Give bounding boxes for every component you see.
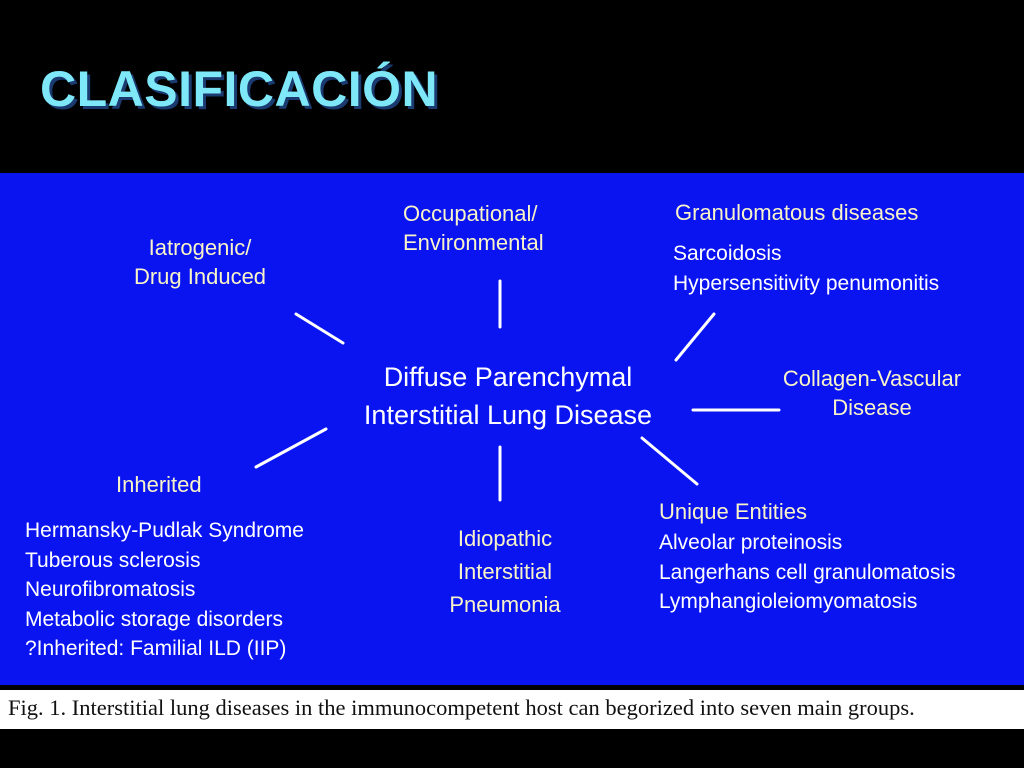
connector-inherited (254, 427, 328, 469)
unique-item: Alveolar proteinosis (659, 531, 843, 554)
center-node: Diffuse Parenchymal Interstitial Lung Di… (318, 358, 698, 434)
unique-item: Lymphangioleiomyomatosis (659, 590, 918, 613)
diagram-panel (0, 173, 1024, 685)
node-idiopathic: Idiopathic Interstitial Pneumonia (420, 522, 590, 621)
connector-iatrogenic (294, 312, 345, 345)
figure-caption: Fig. 1. Interstitial lung diseases in th… (8, 695, 915, 720)
inherited-item: Neurofibromatosis (25, 578, 196, 601)
unique-list: Alveolar proteinosis Langerhans cell gra… (659, 528, 956, 617)
node-granulomatous-heading: Granulomatous diseases (675, 200, 919, 225)
granulomatous-item: Sarcoidosis (673, 242, 782, 265)
unique-item: Langerhans cell granulomatosis (659, 560, 956, 584)
iatrogenic-line-2: Drug Induced (133, 264, 267, 289)
idiopathic-line-1: Idiopathic (457, 526, 553, 551)
idiopathic-line-2: Interstitial (457, 559, 553, 584)
center-line-1: Diffuse Parenchymal (383, 362, 633, 392)
center-line-2: Interstitial Lung Disease (363, 400, 653, 430)
node-collagen: Collagen-Vascular Disease (755, 364, 989, 422)
slide-title: CLASIFICACIÓN (40, 61, 439, 117)
granulomatous-item: Hypersensitivity penumonitis (673, 271, 940, 295)
caption-bar (0, 690, 1024, 729)
node-inherited-heading: Inherited (116, 472, 202, 497)
node-unique-heading: Unique Entities (659, 499, 807, 524)
inherited-item: Tuberous sclerosis (25, 548, 201, 572)
node-iatrogenic: Iatrogenic/ Drug Induced (110, 233, 290, 291)
occupational-line-2: Environmental (403, 230, 544, 255)
node-occupational: Occupational/ Environmental (403, 199, 544, 257)
inherited-item: Metabolic storage disorders (25, 607, 283, 631)
granulomatous-list: Sarcoidosis Hypersensitivity penumonitis (673, 239, 939, 298)
collagen-line-2: Disease (832, 395, 912, 420)
inherited-list: Hermansky-Pudlak Syndrome Tuberous scler… (25, 516, 304, 664)
iatrogenic-line-1: Iatrogenic/ (148, 235, 252, 260)
collagen-line-1: Collagen-Vascular (782, 366, 962, 391)
occupational-line-1: Occupational/ (403, 201, 538, 226)
inherited-item: Hermansky-Pudlak Syndrome (25, 519, 304, 542)
inherited-item: ?Inherited: Familial ILD (IIP) (25, 637, 287, 660)
connector-unique (640, 436, 699, 486)
idiopathic-line-3: Pneumonia (449, 592, 561, 617)
connector-granulomatous (674, 312, 716, 362)
